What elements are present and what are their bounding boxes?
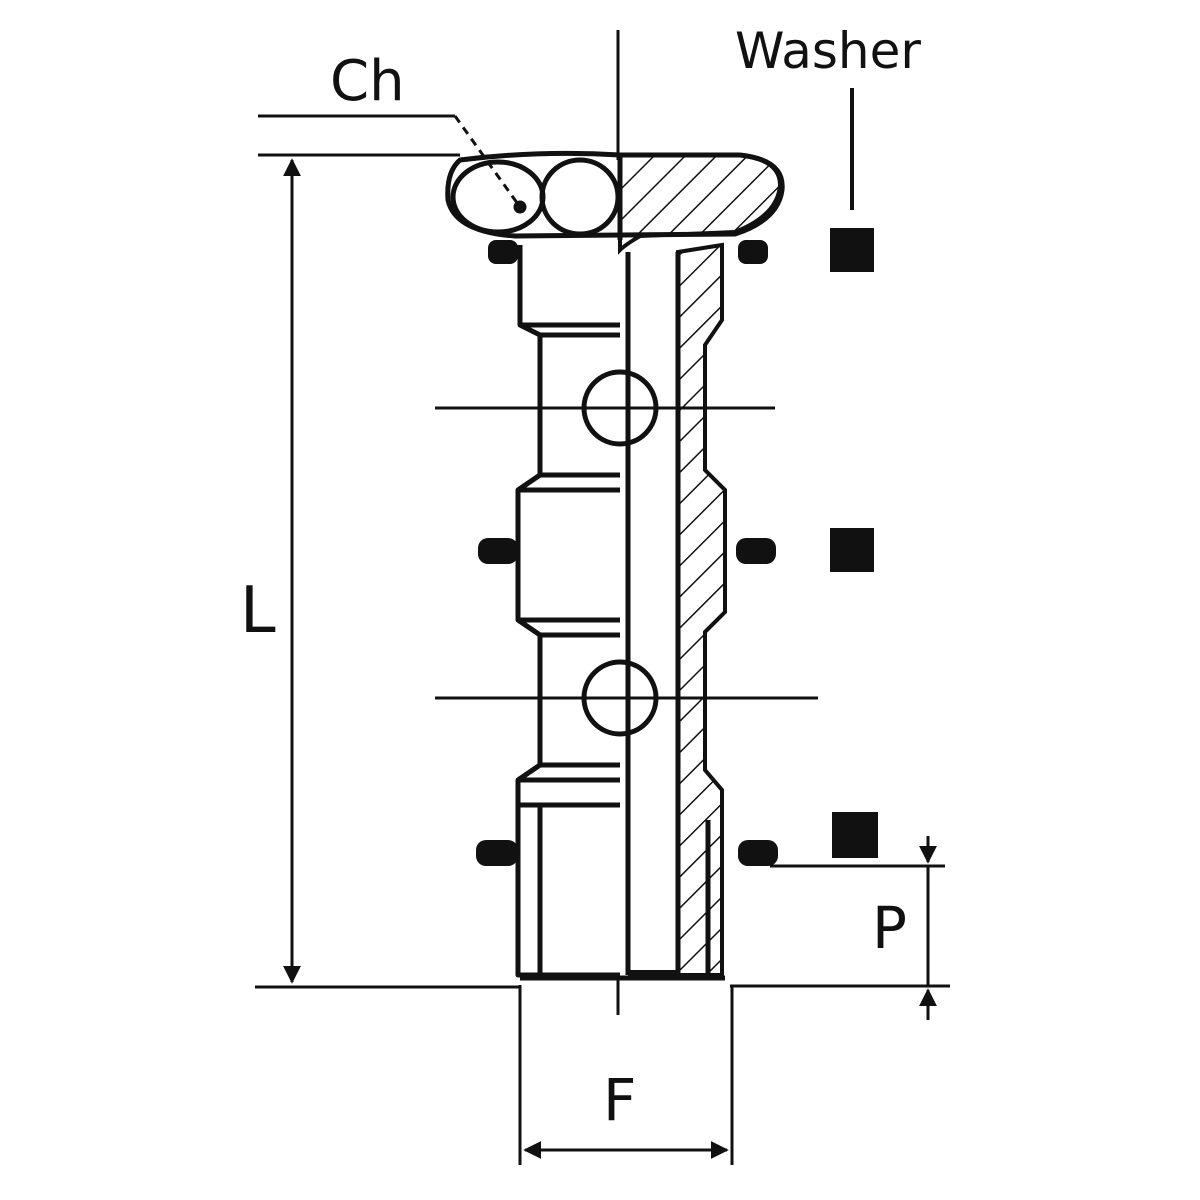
washer-markers	[830, 228, 878, 858]
washer-sections	[476, 240, 778, 866]
section-hatching	[618, 153, 783, 977]
construction-lines	[258, 30, 854, 1015]
bolt-head	[445, 150, 785, 239]
label-p: P	[872, 894, 907, 962]
label-washer: Washer	[735, 22, 921, 80]
label-l: L	[240, 574, 276, 648]
label-ch: Ch	[330, 49, 405, 114]
bolt-body	[445, 150, 785, 981]
dimension-p	[730, 836, 950, 1020]
dimension-f	[518, 985, 734, 1165]
label-f: F	[603, 1066, 636, 1134]
dimension-l	[255, 153, 520, 989]
cross-holes	[581, 369, 659, 737]
